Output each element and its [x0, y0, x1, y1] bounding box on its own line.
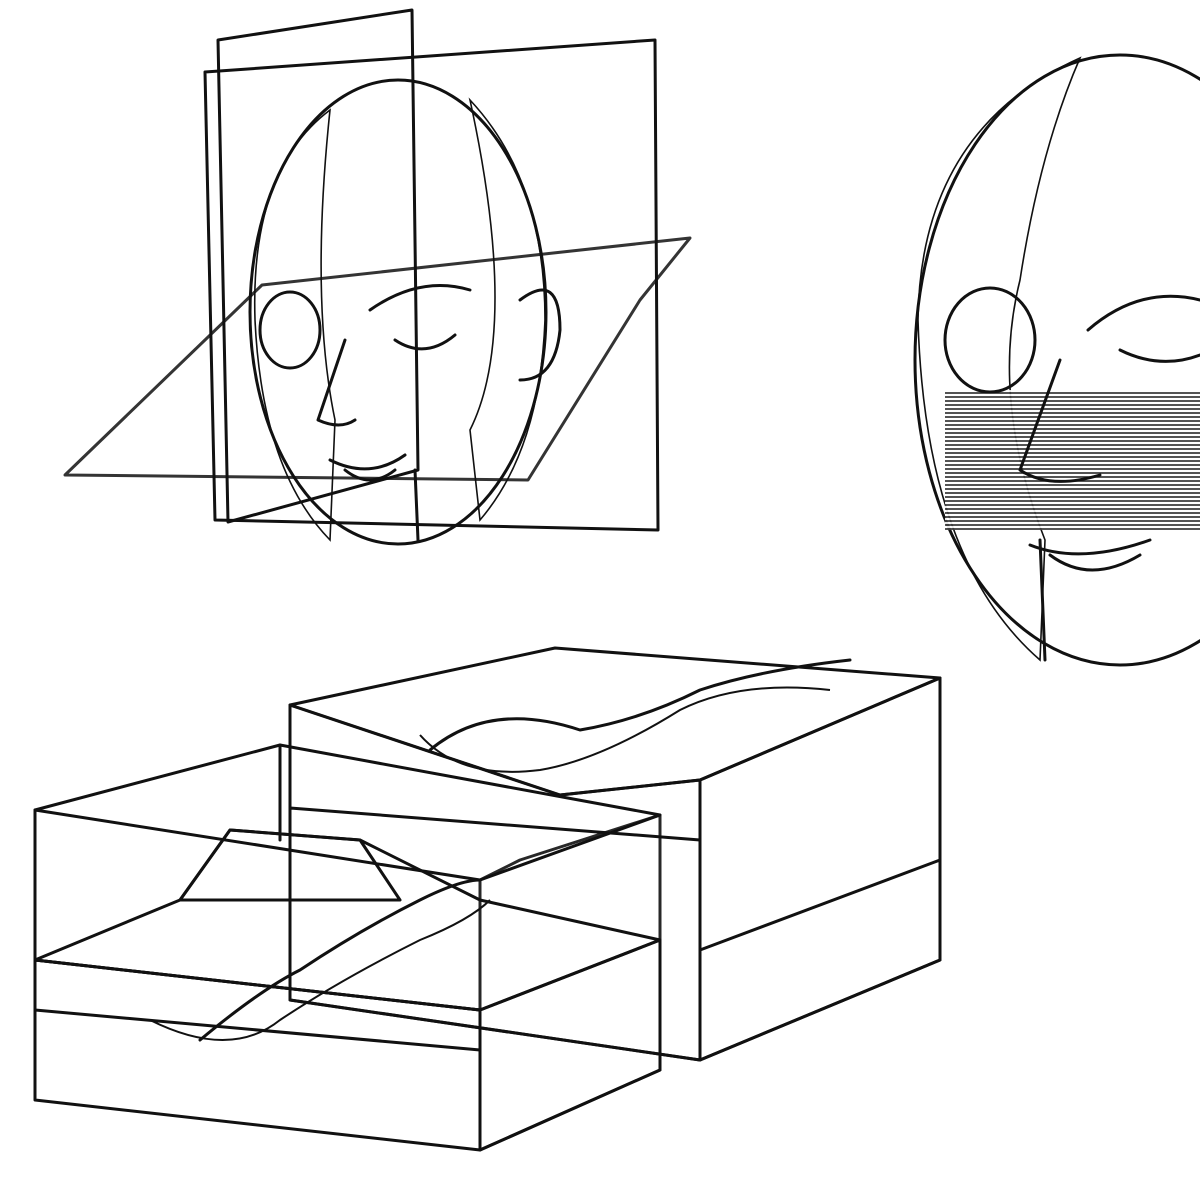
eyebrow	[368, 284, 472, 312]
front-block-layer	[33, 958, 482, 1052]
frontal-plane	[203, 38, 660, 532]
front-block-face	[33, 958, 482, 1152]
ear-left	[258, 290, 322, 370]
transverse-plane	[63, 236, 692, 482]
head-shaded-back	[468, 97, 546, 522]
midline	[413, 468, 420, 542]
back-block-side	[698, 676, 942, 1062]
back-block-strata	[698, 858, 942, 1062]
front-valley	[149, 899, 491, 1041]
midline-large	[1038, 538, 1047, 662]
ear-right	[518, 288, 562, 382]
back-block-intrusion	[288, 806, 702, 1062]
head-outline-large	[913, 53, 1200, 667]
transverse-band	[945, 390, 1200, 530]
back-river-channel	[428, 658, 852, 752]
closed-eye	[393, 333, 457, 351]
back-valley	[419, 686, 831, 773]
face-closeup	[913, 53, 1200, 667]
front-ridge	[178, 828, 402, 902]
nose	[316, 338, 357, 427]
head-shaded-side	[253, 108, 336, 542]
nose-large	[1018, 358, 1102, 483]
sagittal-plane	[216, 8, 420, 524]
closed-eye-large	[1118, 348, 1200, 363]
front-river-channel	[198, 878, 482, 1042]
front-block-surface	[33, 828, 662, 1012]
mouth	[328, 453, 407, 482]
geologic-block-diagrams	[33, 646, 942, 1152]
face-with-section-planes	[63, 8, 692, 546]
eyebrow-large	[1086, 294, 1200, 332]
head-dotted-side	[917, 56, 1082, 662]
mouth-large	[1028, 538, 1152, 572]
head-outline	[248, 78, 548, 546]
ear-large	[943, 286, 1037, 394]
front-block-side	[478, 938, 662, 1152]
granite-block	[478, 813, 662, 1152]
